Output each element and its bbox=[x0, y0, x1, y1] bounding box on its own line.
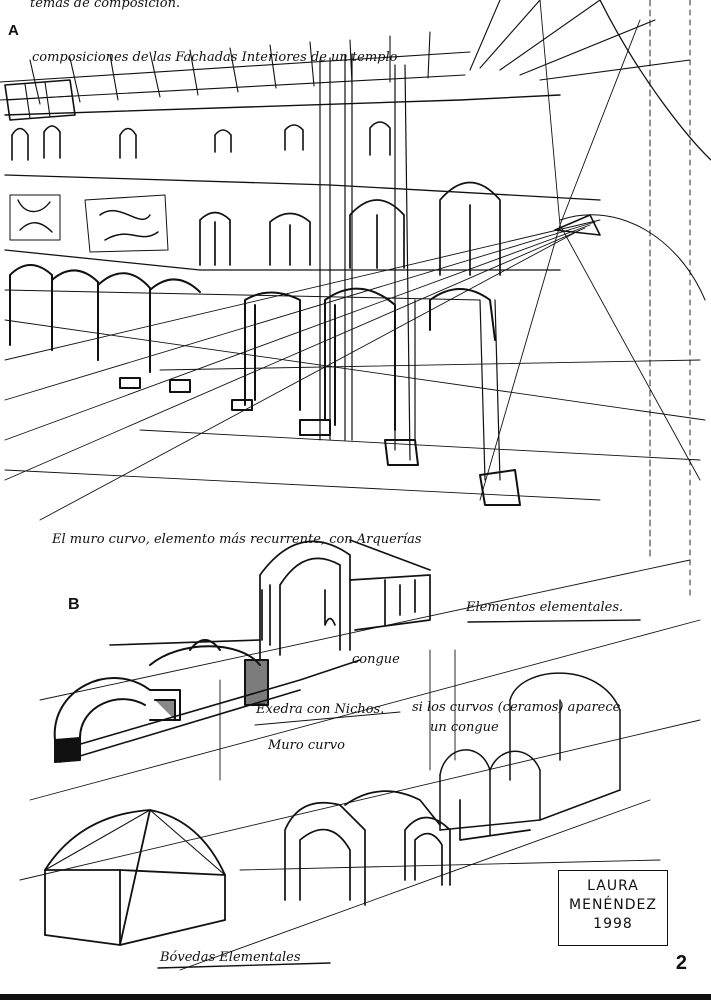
bottom-border bbox=[0, 994, 711, 1000]
vault-curve bbox=[599, 0, 711, 161]
page-number: 2 bbox=[675, 952, 687, 974]
label-congue: congue bbox=[352, 652, 400, 667]
ground-arcade bbox=[9, 264, 496, 431]
pavilion-vault bbox=[44, 809, 226, 946]
signature-box: LAURA MENÉNDEZ 1998 bbox=[558, 870, 668, 946]
central-pier bbox=[319, 53, 501, 481]
niche-structure bbox=[259, 539, 431, 661]
signature-name-first: LAURA bbox=[587, 878, 639, 894]
elements-sketch bbox=[19, 539, 701, 971]
column-bases bbox=[119, 377, 521, 506]
dome-elements bbox=[439, 672, 621, 836]
panel-a-caption: composiciones de las Fachadas Interiores… bbox=[32, 50, 398, 65]
perspective-lines bbox=[4, 0, 706, 521]
middle-arcade bbox=[199, 181, 501, 276]
panel-b-intro: El muro curvo, elemento más recurrente, … bbox=[52, 532, 422, 547]
ceiling-beams bbox=[0, 0, 691, 121]
label-bottom: Bóvedas Elementales bbox=[160, 950, 301, 965]
signature-name-last: MENÉNDEZ bbox=[569, 897, 657, 913]
panel-a-letter: A bbox=[8, 22, 19, 39]
top-scribble: temas de composición. bbox=[30, 0, 181, 11]
label-exedra: Exedra con Nichos. bbox=[256, 702, 385, 717]
signature-year: 1998 bbox=[593, 916, 633, 932]
cloister-perspective-sketch bbox=[0, 0, 711, 601]
label-note-line-2: un congue bbox=[430, 720, 499, 735]
exedra bbox=[53, 639, 269, 763]
label-note-line-1: si los curvos (ceramos) aparece bbox=[412, 700, 621, 715]
label-elements: Elementos elementales. bbox=[466, 600, 624, 615]
panel-b-letter: B bbox=[68, 596, 80, 613]
label-muro-curvo: Muro curvo bbox=[268, 738, 345, 753]
upper-windows bbox=[11, 121, 391, 161]
guidelines-b bbox=[19, 559, 701, 971]
